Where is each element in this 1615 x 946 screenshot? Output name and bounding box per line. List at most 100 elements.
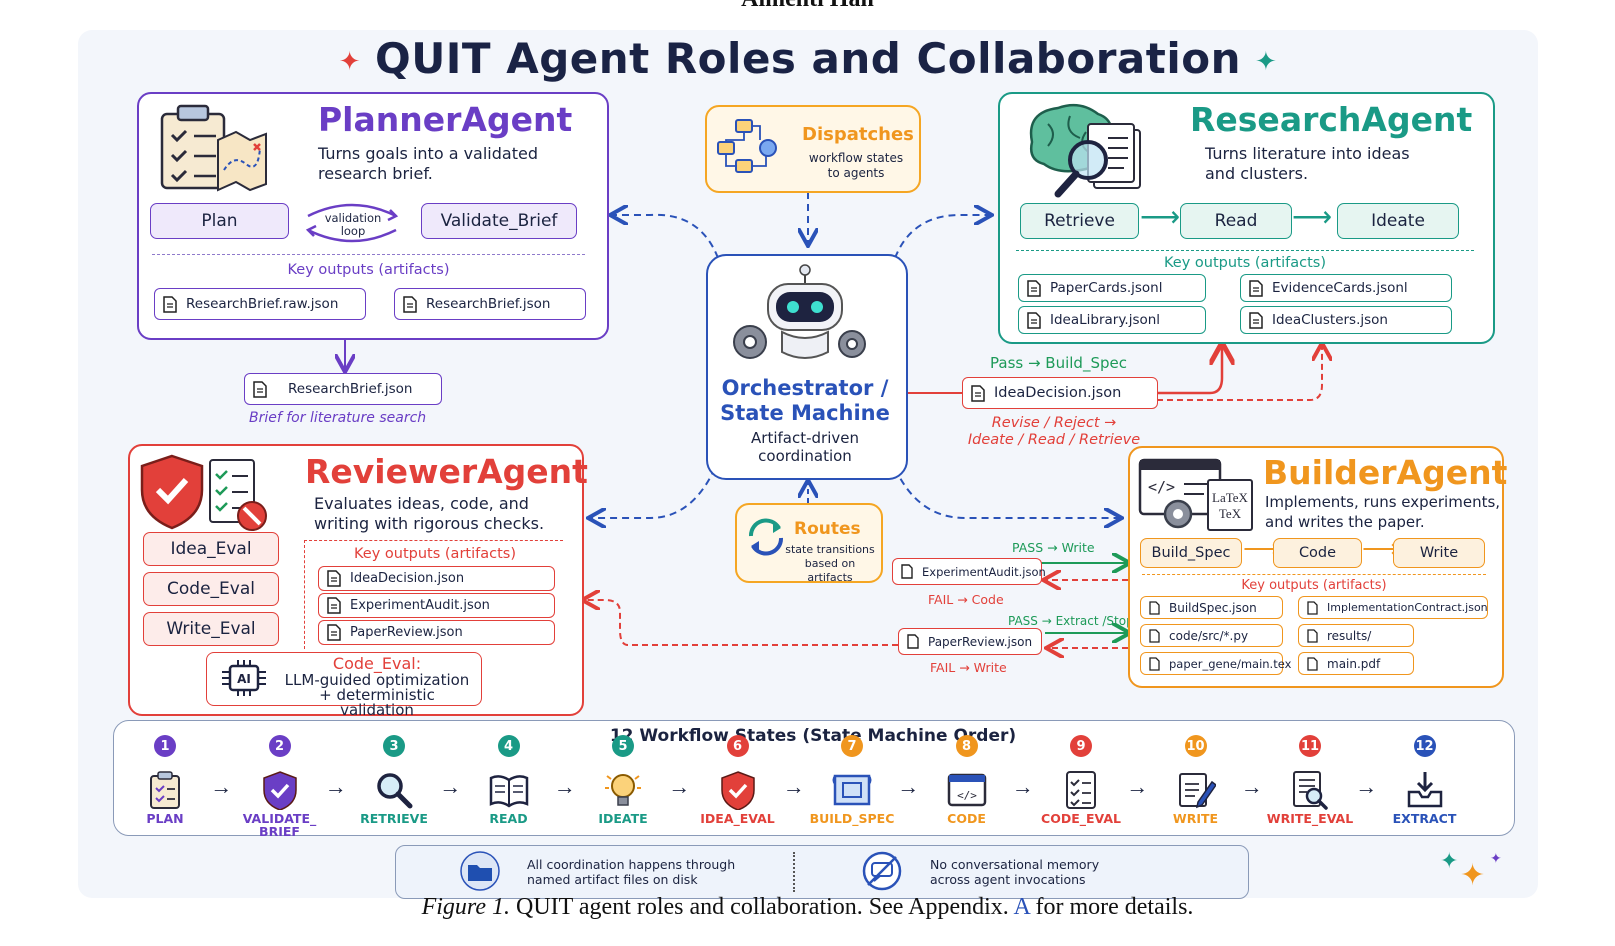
file-icon xyxy=(971,384,985,402)
file-icon xyxy=(253,380,267,398)
sparkle-icon: ✦ xyxy=(1490,850,1502,866)
reviewer-key-outputs: Key outputs (artifacts) xyxy=(354,546,516,562)
file-icon xyxy=(1149,628,1160,643)
figure-caption: Figure 1. QUIT agent roles and collabora… xyxy=(421,894,1194,920)
artifact-results: results/ xyxy=(1298,624,1414,647)
research-divider xyxy=(1016,250,1474,251)
clipboard-icon xyxy=(150,771,180,809)
sparkle-right-icon: ✦ xyxy=(1255,46,1278,77)
sparkle-icon: ✦ xyxy=(1460,859,1486,892)
file-icon xyxy=(1149,656,1160,671)
research-brief-handoff: ResearchBrief.json xyxy=(244,373,442,405)
state-number-badge: 1 xyxy=(154,735,176,757)
appendix-link[interactable]: A xyxy=(1013,894,1030,920)
state-number-badge: 8 xyxy=(955,735,978,757)
state-label: IDEA_EVAL xyxy=(700,811,775,826)
decision-pass-label: Pass → Build_Spec xyxy=(990,354,1127,372)
folder-icon xyxy=(460,851,500,891)
state-arrow-icon: → xyxy=(1355,774,1378,799)
state-arrow-icon: → xyxy=(210,774,233,799)
shield-check-icon xyxy=(262,771,297,810)
reviewer-title: ReviewerAgent xyxy=(305,452,588,491)
artifact-idea-clusters: IdeaClusters.json xyxy=(1240,306,1452,334)
code-window-icon: </> xyxy=(947,773,986,807)
planner-divider xyxy=(152,254,585,255)
review-fail-label: FAIL → Write xyxy=(930,660,1007,675)
lightbulb-icon xyxy=(605,774,641,806)
builder-key-outputs: Key outputs (artifacts) xyxy=(1241,578,1387,593)
state-number-badge: 9 xyxy=(1070,735,1092,757)
ideate-step: Ideate xyxy=(1337,203,1459,239)
state-arrow-icon: → xyxy=(1011,774,1034,799)
file-icon xyxy=(1249,279,1263,297)
state-number-badge: 11 xyxy=(1299,735,1321,757)
state-arrow-icon: → xyxy=(439,774,462,799)
state-label: WRITE xyxy=(1172,811,1219,826)
book-icon xyxy=(489,775,528,808)
state-label: READ xyxy=(489,811,528,826)
planner-key-outputs: Key outputs (artifacts) xyxy=(287,262,450,278)
artifact-build-spec: BuildSpec.json xyxy=(1140,596,1283,619)
state-label: WRITE_EVAL xyxy=(1266,811,1354,826)
author-line: Aimehti Han xyxy=(0,0,1615,13)
builder-description: Implements, runs experiments,and writes … xyxy=(1265,493,1501,531)
idea-decision-file: IdeaDecision.json xyxy=(962,377,1158,409)
plan-step: Plan xyxy=(150,203,289,239)
builder-title: BuilderAgent xyxy=(1263,453,1508,492)
footer-note-box xyxy=(395,845,1249,899)
validate-brief-step: Validate_Brief xyxy=(421,203,577,239)
retrieve-step: Retrieve xyxy=(1020,203,1139,239)
state-arrow-icon: → xyxy=(668,774,691,799)
sparkle-icon: ✦ xyxy=(1440,848,1459,873)
decision-revise-label: Revise / Reject →Ideate / Read / Retriev… xyxy=(967,415,1141,448)
code-eval-note-text: Code_Eval: LLM-guided optimization + det… xyxy=(284,654,470,719)
file-icon xyxy=(327,624,341,641)
latex-label: LaTeX xyxy=(1212,490,1249,505)
artifact-paper-cards: PaperCards.jsonl xyxy=(1018,274,1206,302)
footer-divider xyxy=(793,852,795,892)
artifact-main-pdf: main.pdf xyxy=(1298,652,1414,675)
code-eval-step: Code_Eval xyxy=(143,572,279,606)
arrow-right-icon: ⟶ xyxy=(1140,201,1181,232)
state-arrow-icon: → xyxy=(782,774,805,799)
dispatch-title: Dispatches xyxy=(802,124,914,145)
file-icon xyxy=(1027,279,1041,297)
doc-search-icon xyxy=(1293,771,1328,810)
tex-label: TeX xyxy=(1219,506,1242,521)
artifact-main-tex: paper_gene/main.tex xyxy=(1140,652,1291,675)
pen-paper-icon xyxy=(1178,773,1216,809)
file-icon xyxy=(327,597,341,614)
state-number-badge: 6 xyxy=(726,735,749,757)
blueprint-icon xyxy=(832,774,872,806)
file-icon xyxy=(1149,600,1160,615)
shield-check-icon xyxy=(720,771,755,810)
artifact-evidence-cards: EvidenceCards.jsonl xyxy=(1240,274,1452,302)
checklist-icon xyxy=(1066,771,1096,809)
state-label: CODE_EVAL xyxy=(1041,811,1121,826)
orchestrator-title: Orchestrator /State Machine xyxy=(720,376,890,425)
svg-text:</>: </> xyxy=(957,789,977,802)
file-icon xyxy=(163,295,177,313)
validation-loop-icon xyxy=(305,203,399,243)
artifact-paper-review: PaperReview.json xyxy=(318,620,555,645)
state-arrow-icon: → xyxy=(553,774,576,799)
inbox-download-icon xyxy=(1407,772,1442,808)
idea-eval-step: Idea_Eval xyxy=(143,532,279,566)
state-label: CODE xyxy=(947,811,986,826)
artifact-idea-library: IdeaLibrary.jsonl xyxy=(1018,306,1206,334)
file-icon xyxy=(901,564,913,579)
file-icon xyxy=(907,634,919,649)
file-icon xyxy=(403,295,417,313)
reviewer-outputs-frame xyxy=(304,540,563,649)
artifact-implementation-contract: ImplementationContract.json xyxy=(1298,596,1488,619)
research-title: ResearchAgent xyxy=(1190,100,1473,139)
routes-title: Routes xyxy=(794,519,861,539)
magnifier-icon xyxy=(377,773,413,809)
file-icon xyxy=(1027,311,1041,329)
